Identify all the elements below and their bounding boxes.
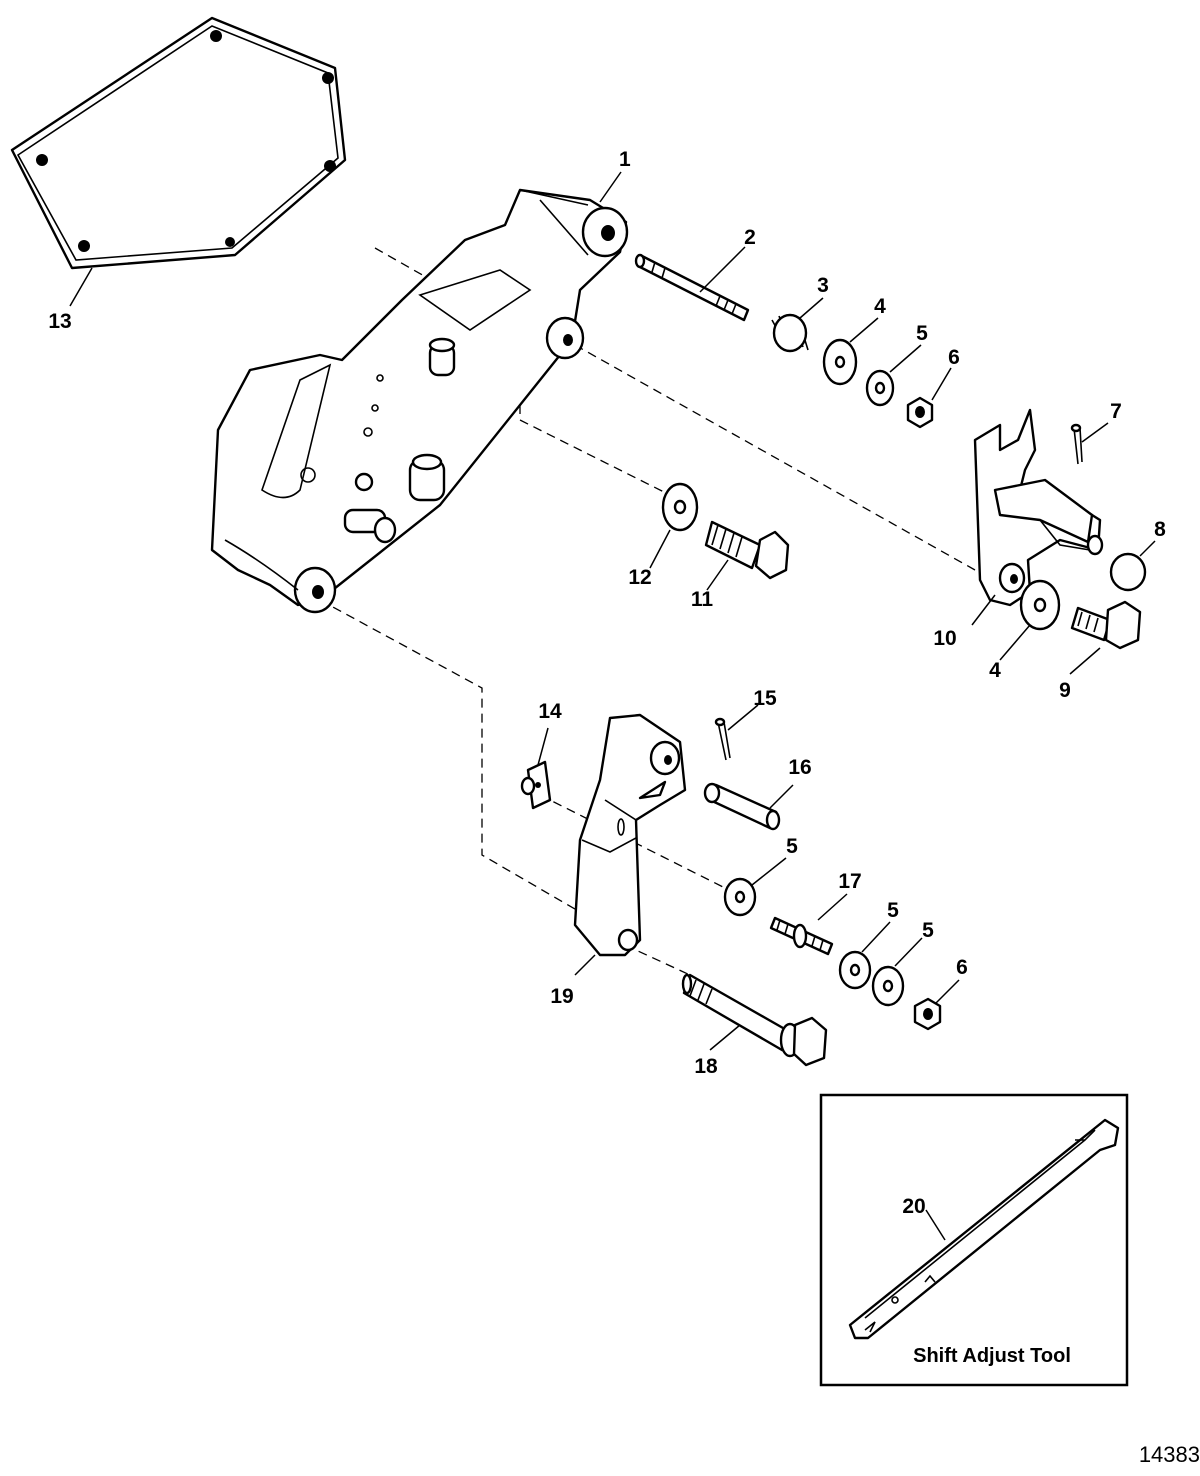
callout-13: 13	[48, 310, 71, 333]
part-17-stud	[769, 916, 834, 956]
part-13-cover-plate	[10, 16, 347, 270]
part-19-lower-lever	[573, 713, 687, 957]
callout-9: 9	[1059, 679, 1071, 702]
leader-lines	[69, 171, 1156, 1241]
part-5-washer-lower-b	[871, 965, 905, 1007]
figure-number: 14383	[1139, 1442, 1200, 1467]
part-3-spring	[771, 313, 809, 353]
part-5-washer-mid	[723, 877, 757, 917]
part-7-cotter-pin	[1070, 423, 1083, 465]
callout-5-mid: 5	[786, 835, 798, 858]
part-5-washer-upper	[865, 369, 895, 407]
part-4-washer-lower	[1019, 579, 1061, 631]
callouts: 1 2 3 4 5 6 7 8 10 4 9 11 12 13 14 15 16…	[48, 148, 1166, 1218]
callout-11: 11	[691, 588, 714, 611]
part-9-bolt	[1070, 600, 1142, 650]
callout-14: 14	[538, 700, 562, 723]
part-4-washer-upper	[822, 338, 858, 386]
callout-8: 8	[1154, 518, 1166, 541]
part-14-clip	[520, 760, 552, 810]
inset-caption: Shift Adjust Tool	[913, 1345, 1071, 1367]
part-20-shift-adjust-tool	[848, 1118, 1120, 1340]
callout-5-lower-a: 5	[887, 899, 899, 922]
part-10-shift-bracket	[973, 408, 1104, 607]
part-11-bolt	[704, 520, 790, 580]
callout-18: 18	[694, 1055, 718, 1078]
inset-box: Shift Adjust Tool	[819, 1093, 1129, 1387]
callout-10: 10	[933, 627, 956, 650]
callout-15: 15	[753, 687, 777, 710]
part-2-stud	[634, 253, 750, 322]
callout-12: 12	[628, 566, 651, 589]
part-5-washer-lower-a	[838, 950, 872, 990]
callout-17: 17	[838, 870, 861, 893]
callout-6-lower: 6	[956, 956, 968, 979]
callout-2: 2	[744, 226, 756, 249]
part-15-cotter-pin	[714, 717, 731, 761]
callout-6-upper: 6	[948, 346, 960, 369]
callout-4-lower: 4	[989, 659, 1001, 682]
part-16-clevis-pin	[703, 782, 781, 831]
callout-19: 19	[550, 985, 573, 1008]
part-8-cap	[1109, 552, 1147, 592]
part-1-main-bracket	[210, 188, 629, 614]
callout-20: 20	[902, 1195, 925, 1218]
callout-3: 3	[817, 274, 829, 297]
part-6-nut-lower	[913, 997, 942, 1031]
callout-4-upper: 4	[874, 295, 886, 318]
part-6-nut-upper	[906, 396, 934, 429]
callout-7: 7	[1110, 400, 1122, 423]
callout-5-upper: 5	[916, 322, 928, 345]
callout-1: 1	[619, 148, 631, 171]
callout-5-lower-b: 5	[922, 919, 934, 942]
callout-16: 16	[788, 756, 811, 779]
part-18-shoulder-bolt	[681, 973, 828, 1067]
part-12-washer	[661, 482, 699, 532]
